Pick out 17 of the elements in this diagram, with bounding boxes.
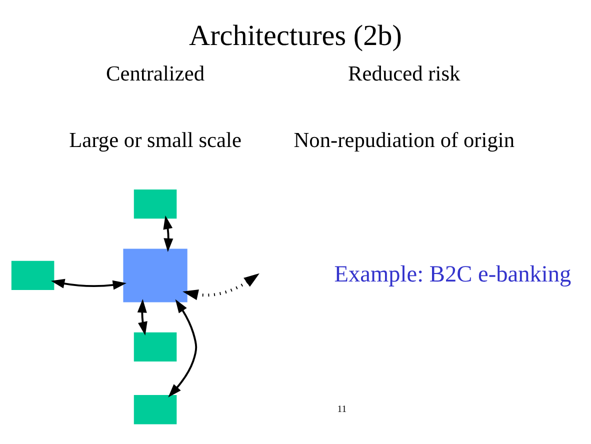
label: Non-repudiation of origin [294,127,515,152]
label: 11 [337,404,347,415]
arrow [137,298,148,335]
arrow [50,278,126,290]
arrow [182,272,260,300]
node-box [134,394,177,424]
label: Reduced risk [348,61,460,86]
label: Example: B2C e-banking [334,261,572,287]
diagram-title: Architectures (2b) [189,20,402,52]
label: Large or small scale [69,127,242,152]
node-box [11,260,54,290]
arrow [168,298,198,397]
node-box [134,332,177,361]
arrow [163,215,174,252]
node-box [134,188,177,218]
node-box [123,248,188,302]
label: Centralized [106,61,205,86]
